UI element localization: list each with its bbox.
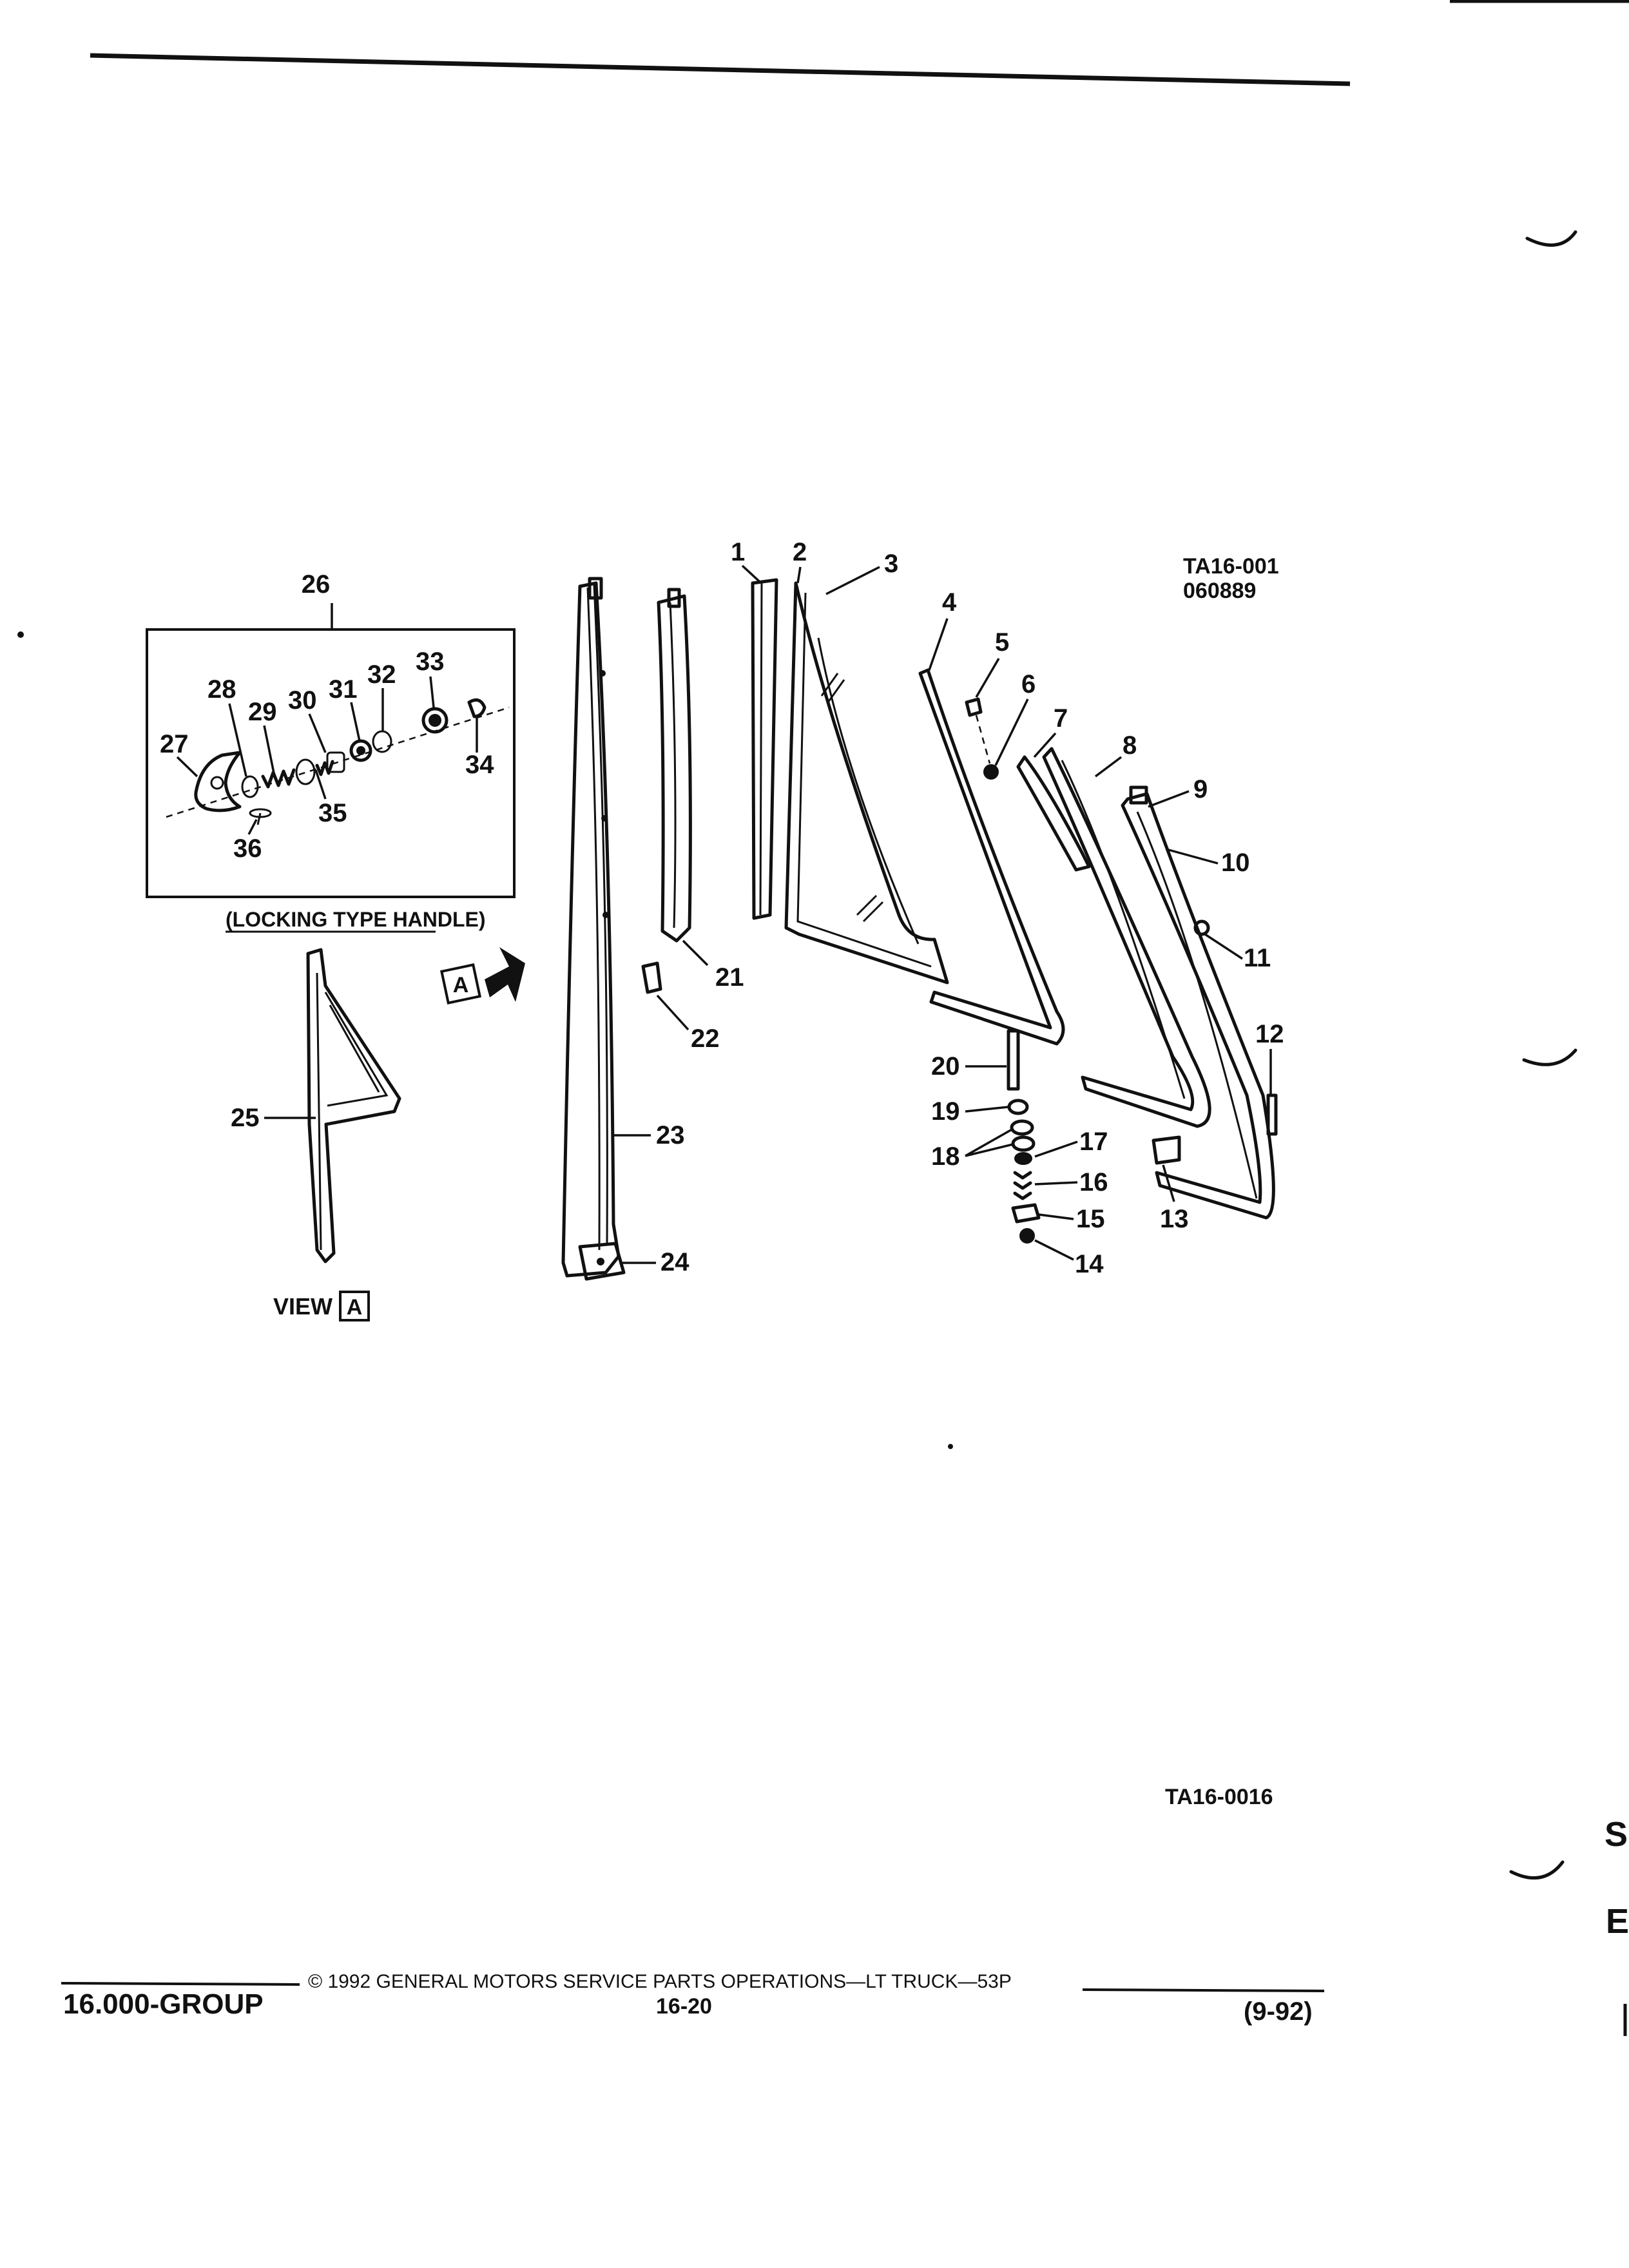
- drawing-ref: TA16-001: [1183, 554, 1279, 579]
- scan-speck: [17, 631, 24, 638]
- callout-6: 6: [1021, 670, 1036, 698]
- page-footer: 16.000-GROUP © 1992 GENERAL MOTORS SERVI…: [61, 1971, 1325, 2026]
- callout-1: 1: [731, 538, 745, 566]
- view-a-arrow: A: [439, 947, 525, 1005]
- callout-24: 24: [660, 1248, 689, 1276]
- seal-7: [1016, 755, 1091, 872]
- callout-25: 25: [231, 1104, 260, 1132]
- callout-27: 27: [160, 730, 189, 758]
- handle-lever: [194, 751, 242, 812]
- callout-7: 7: [1054, 704, 1068, 733]
- edge-mark: E: [1606, 1902, 1629, 1941]
- callout-13: 13: [1160, 1205, 1189, 1233]
- callout-29: 29: [248, 698, 277, 726]
- callout-23: 23: [656, 1121, 685, 1149]
- clip-22: [641, 961, 662, 994]
- callout-10: 10: [1221, 849, 1250, 877]
- header-rule: [90, 53, 1351, 86]
- footer-revision: (9-92): [1244, 1997, 1313, 2026]
- seal-1: [751, 578, 778, 920]
- drawing-ref-secondary: TA16-0016: [1165, 1785, 1273, 1809]
- inset-callouts: 27 28 29 30 31 32 33 34 35 36: [160, 648, 494, 863]
- channel-21: [657, 588, 692, 943]
- callout-3: 3: [884, 550, 898, 578]
- edge-mark: S: [1605, 1815, 1628, 1854]
- view-a-detail: [306, 948, 401, 1264]
- footer-copyright: © 1992 GENERAL MOTORS SERVICE PARTS OPER…: [308, 1971, 1012, 1992]
- weatherstrip-8: [1042, 747, 1211, 1128]
- callout-17: 17: [1079, 1128, 1108, 1156]
- callout-30: 30: [288, 686, 317, 715]
- callout-12: 12: [1255, 1020, 1284, 1048]
- binding-mark: [1509, 1860, 1565, 1880]
- binding-mark: [1522, 1048, 1577, 1066]
- callout-28: 28: [207, 675, 236, 704]
- inset-frame: [146, 628, 516, 898]
- callout-16: 16: [1079, 1168, 1108, 1196]
- view-letter: A: [347, 1295, 363, 1320]
- callout-14: 14: [1075, 1250, 1104, 1278]
- callout-11: 11: [1244, 944, 1271, 972]
- vent-frame-view: [306, 948, 401, 1264]
- callout-32: 32: [367, 660, 396, 689]
- pivot-hardware: [1007, 1029, 1041, 1244]
- run-channel-23: [561, 577, 626, 1281]
- screw-5: [965, 697, 983, 717]
- frame-4: [918, 668, 1065, 1046]
- callout-22: 22: [691, 1024, 720, 1053]
- callout-20: 20: [931, 1052, 960, 1081]
- callout-8: 8: [1123, 731, 1137, 760]
- vent-glass-2: [784, 581, 949, 985]
- svg-text:A: A: [453, 973, 469, 997]
- inset-number: 26: [302, 570, 331, 599]
- callout-15: 15: [1076, 1205, 1105, 1233]
- nut-6: [983, 764, 999, 780]
- view-label: VIEW: [273, 1293, 333, 1320]
- callout-33: 33: [416, 648, 445, 676]
- scan-speck: [948, 1444, 953, 1449]
- binding-mark: [1525, 230, 1577, 247]
- callout-18: 18: [931, 1142, 960, 1171]
- view-letter-box: [339, 1291, 370, 1321]
- locking-handle-caption: (LOCKING TYPE HANDLE): [226, 908, 486, 931]
- drawing-date-code: 060889: [1183, 579, 1256, 603]
- callout-4: 4: [942, 588, 957, 617]
- callout-35: 35: [318, 799, 347, 827]
- callout-2: 2: [793, 538, 807, 566]
- division-channel: [1121, 785, 1278, 1220]
- locking-handle-inset: 26: [146, 570, 516, 898]
- callout-34: 34: [465, 751, 494, 779]
- callout-31: 31: [329, 675, 358, 704]
- callout-36: 36: [233, 834, 262, 863]
- footer-group: 16.000-GROUP: [63, 1988, 264, 2020]
- footer-page-number: 16-20: [656, 1994, 712, 2019]
- callout-19: 19: [931, 1097, 960, 1126]
- callout-5: 5: [995, 628, 1009, 657]
- callout-21: 21: [715, 963, 744, 992]
- callout-9: 9: [1193, 775, 1208, 803]
